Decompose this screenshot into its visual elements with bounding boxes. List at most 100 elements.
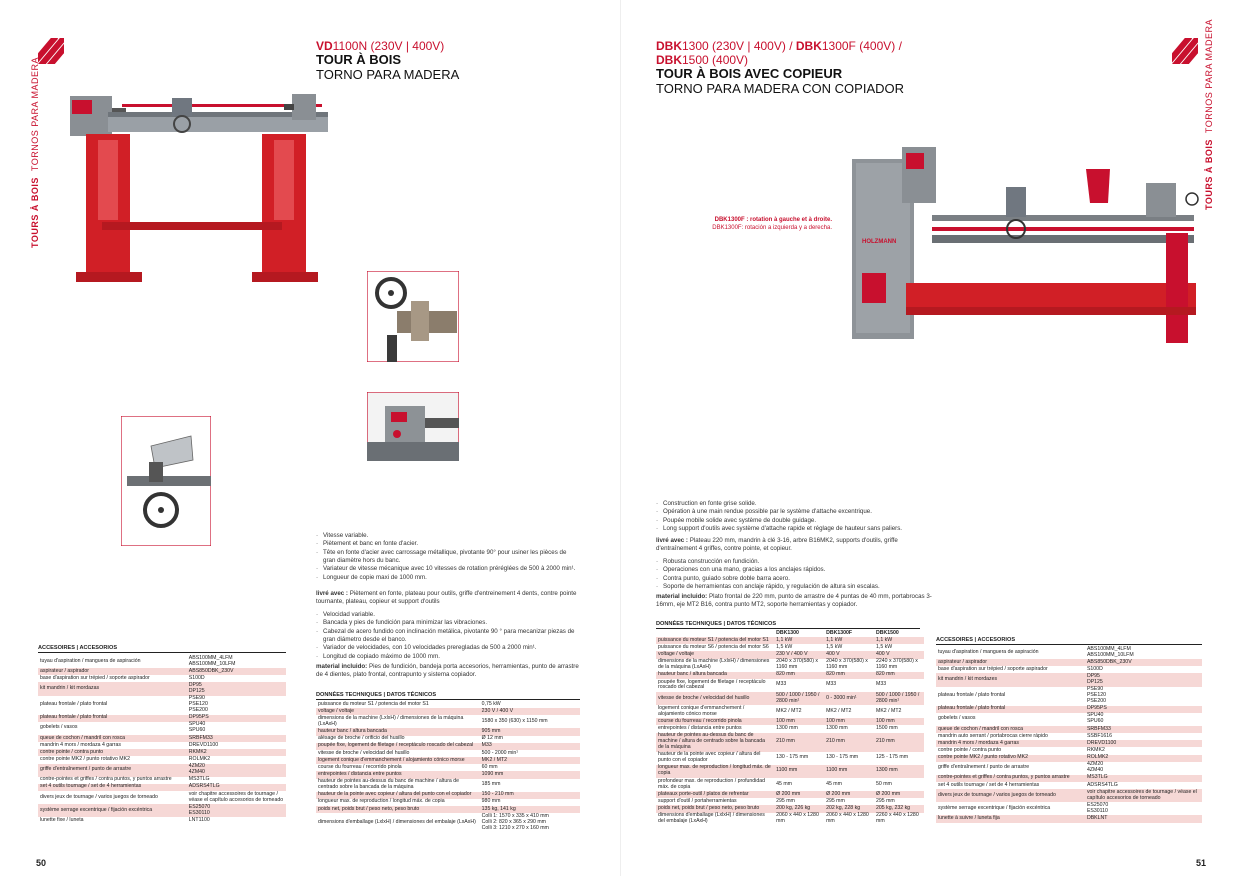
features-es-left: Velocidad variable. Bancada y pies de fu… — [316, 611, 580, 662]
included-fr-left: livré avec : Piètement en fonte, plateau… — [316, 590, 580, 607]
table-row: griffe d'entraînement / punto de arrastr… — [936, 761, 1202, 775]
row-value: ES25070 ES30110 — [1086, 801, 1109, 814]
product-title-right: DBK1300 (230V | 400V) / DBK1300F (400V) … — [656, 39, 904, 97]
row-value: 1,1 kW — [824, 637, 875, 645]
row-value: M33 — [479, 742, 580, 750]
dbk1300f-caption: DBK1300F : rotation à gauche et à droite… — [682, 217, 832, 233]
model-bold: DBK — [656, 53, 682, 67]
product-title-left: VD1100N (230V | 400V) TOUR À BOIS TORNO … — [316, 39, 459, 83]
row-value: 2060 x 440 x 1280 mm — [826, 812, 869, 825]
features-es-right: Robusta construcción en fundición. Opera… — [656, 558, 936, 592]
table-row: hauteur de la pointe avec copieur / altu… — [316, 791, 580, 799]
row-value: 1100 mm — [824, 764, 875, 778]
row-value: 125 - 175 mm — [876, 754, 909, 761]
row-label: poids net, poids brut / peso neto, peso … — [656, 805, 775, 813]
row-value: M33 — [876, 681, 887, 688]
row-value: 0 - 3000 min¹ — [824, 692, 875, 706]
row-value: 60 mm — [481, 763, 498, 770]
included-es-left: material incluido: Pies de fundición, ba… — [316, 663, 580, 680]
row-value: 4ZM20 4ZM40 — [186, 763, 286, 777]
table-row: tuyau d'aspiration / manguera de aspirac… — [38, 655, 286, 668]
row-label: vitesse de broche / velocidad del husill… — [656, 692, 775, 706]
included-fr-right: livré avec : Plateau 220 mm, mandrin à c… — [656, 537, 936, 554]
row-label: set 4 outils tournage / set de 4 herrami… — [38, 783, 187, 791]
row-value: 0,75 kW — [481, 700, 501, 707]
table-row: système serrage excentrique / fijación e… — [936, 802, 1202, 815]
handwheel-detail-image — [367, 271, 459, 362]
feature-item: Contra punto, guiado sobre doble barra a… — [656, 575, 936, 584]
row-label: poupée fixe, logement de filetage / rece… — [316, 742, 480, 750]
row-label: profondeur max. de reproduction / profun… — [658, 777, 765, 790]
row-value: 4ZM20 4ZM40 — [1086, 761, 1104, 774]
row-value: ADSRS4TLG — [186, 783, 286, 791]
row-value: 1,5 kW — [826, 643, 843, 650]
feature-item: Robusta construcción en fundición. — [656, 558, 936, 567]
row-value: SSBF1616 — [1086, 732, 1113, 739]
row-value: Colli 1: 1570 x 335 x 410 mm Colli 2: 82… — [481, 812, 549, 831]
row-label: contre pointe MK2 / punto rotativo MK2 — [40, 756, 130, 762]
row-value: MK2 / MT2 — [479, 757, 580, 765]
included-label: material incluido: — [656, 593, 708, 600]
row-value: 1,1 kW — [874, 637, 924, 645]
included-label: livré avec : — [316, 590, 348, 597]
feature-item: Tête en fonte d'acier avec carrossage mé… — [316, 549, 580, 566]
row-value: 295 mm — [776, 797, 795, 804]
row-value: 400 V — [874, 651, 924, 659]
row-value: MK2 / MT2 — [776, 707, 802, 714]
row-label: aspirateur / aspirador — [936, 659, 1085, 667]
row-value: ES25070 ES30110 — [186, 804, 286, 818]
row-label: hauteur de la pointe avec copieur / altu… — [658, 751, 761, 764]
row-label: lunette à suivre / luneta fija — [936, 815, 1085, 823]
feature-item: Construction en fonte grise solide. — [656, 500, 936, 509]
row-label: contre pointe MK2 / punto rotativo MK2 — [936, 754, 1085, 762]
title-es: TORNO PARA MADERA CON COPIADOR — [656, 80, 905, 96]
row-value: 230 V / 400 V — [774, 651, 825, 659]
row-value: 100 mm — [774, 718, 825, 726]
row-value: 2040 x 370(580) x 1160 mm — [776, 658, 818, 671]
table-row: profondeur max. de reproduction / profun… — [656, 778, 924, 791]
row-label: voltage / voltaje — [656, 651, 775, 659]
row-value: M33 — [776, 681, 787, 688]
row-label: plateau frontale / plato frontal — [38, 714, 187, 722]
row-label: logement conique d'emmanchement / alojam… — [316, 757, 480, 765]
row-label: course du fourreau / recorrido pinola — [656, 718, 775, 726]
accessories-table-left: tuyau d'aspiration / manguera de aspirac… — [38, 655, 286, 824]
table-row: divers jeux de tournage / varios juegos … — [936, 789, 1202, 803]
row-value: 1,1 kW — [774, 637, 825, 645]
row-value: voir chapitre accessoires de tournage / … — [188, 790, 284, 803]
table-row: tuyau d'aspiration / manguera de aspirac… — [936, 646, 1202, 659]
row-value: M33 — [826, 681, 837, 688]
table-row: dimensions de la machine (LxlxH) / dimen… — [316, 715, 580, 728]
row-label: dimensions de la machine (LxlxH) / dimen… — [318, 714, 464, 727]
table-row: base d'aspiration sur trépied / soporte … — [936, 666, 1202, 673]
row-label: queue de cochon / mandril con rosca — [38, 735, 187, 743]
row-value: 210 mm — [824, 732, 875, 752]
row-label: hauteur de pointes au-dessus du banc de … — [318, 778, 460, 791]
row-label: système serrage excentrique / fijación e… — [938, 804, 1051, 811]
side-tab-rest: TORNOS PARA MADERA — [1204, 18, 1214, 134]
features-fr-left: Vitesse variable. Piètement et banc en f… — [316, 532, 580, 583]
row-value: MS3TLG — [188, 776, 210, 783]
row-value: DP95 DP125 — [1084, 673, 1202, 687]
row-value: ABS850DBK_230V — [186, 668, 286, 676]
row-value: 205 kg, 232 kg — [874, 805, 924, 813]
row-value: SPU40 SPU60 — [188, 721, 206, 734]
specs-table-left: puissance du moteur S1 / potencia del mo… — [316, 701, 580, 832]
model-rest: 1300 (230V | 400V) / — [682, 39, 796, 53]
row-label: vitesse de broche / velocidad del husill… — [318, 749, 410, 756]
row-value: 210 mm — [874, 732, 924, 752]
row-value: 2240 x 370(580) x 1160 mm — [876, 658, 918, 671]
row-label: base d'aspiration sur trépied / soporte … — [40, 674, 150, 681]
table-row: alésage de broche / orificio del husillo… — [316, 735, 580, 743]
table-row: longueur max. de reproduction / longitud… — [316, 798, 580, 806]
